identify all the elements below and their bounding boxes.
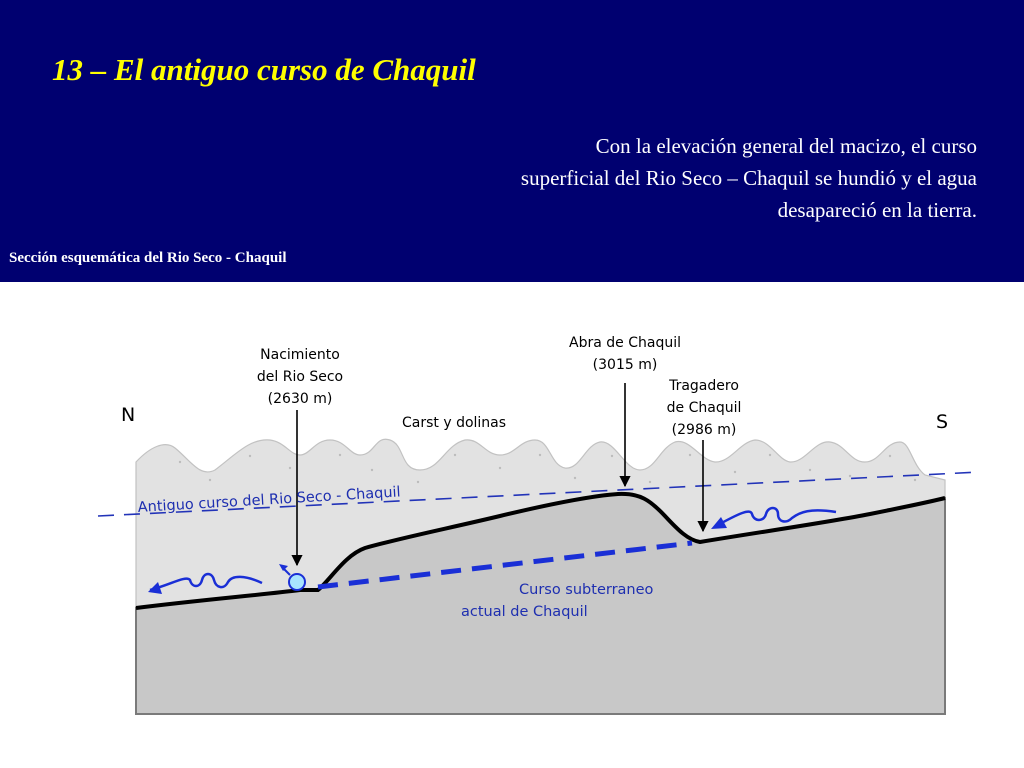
surface-flow-right-arrowhead (711, 517, 727, 529)
nacimiento-label-line-2: del Rio Seco (257, 369, 343, 385)
surface-flow-left-arrowhead (148, 582, 162, 594)
curso-subterraneo-label: Curso subterraneo actual de Chaquil (461, 582, 654, 620)
curso-subterraneo-label-line-2: actual de Chaquil (461, 604, 588, 620)
nacimiento-label-line-3: (2630 m) (268, 391, 333, 407)
tragadero-label-line-1: Tragadero (668, 378, 739, 394)
old-river-course-line (97, 471, 981, 517)
spring-circle (288, 573, 306, 591)
tragadero-label-line-3: (2986 m) (672, 422, 737, 438)
slide-title: 13 – El antiguo curso de Chaquil (52, 52, 476, 87)
carst-label: Carst y dolinas (402, 415, 506, 431)
header-band: 13 – El antiguo curso de Chaquil Con la … (0, 0, 1024, 282)
surface-flow-left (149, 572, 263, 592)
surface-flow-right (715, 506, 837, 528)
curso-subterraneo-label-line-1: Curso subterraneo (519, 582, 654, 598)
south-label: S (936, 411, 948, 433)
abra-label-line-1: Abra de Chaquil (569, 335, 681, 351)
slide-description: Con la elevación general del macizo, el … (520, 134, 977, 222)
tragadero-label-line-2: de Chaquil (667, 400, 742, 416)
nacimiento-label: Nacimiento del Rio Seco (2630 m) (257, 347, 343, 407)
tragadero-label: Tragadero de Chaquil (2986 m) (667, 378, 742, 438)
geologic-section-diagram: N S Nacimiento del Rio Seco (2630 m) Abr… (97, 335, 981, 715)
north-label: N (121, 404, 135, 426)
section-caption: Sección esquemática del Rio Seco - Chaqu… (9, 250, 287, 266)
bedrock-surface-line (135, 491, 946, 610)
spring-arrow-head (279, 564, 288, 571)
abra-label: Abra de Chaquil (3015 m) (569, 335, 681, 373)
underground-course-line (317, 540, 693, 590)
karst-texture (178, 453, 917, 484)
nacimiento-label-line-1: Nacimiento (260, 347, 340, 363)
abra-label-line-2: (3015 m) (593, 357, 658, 373)
